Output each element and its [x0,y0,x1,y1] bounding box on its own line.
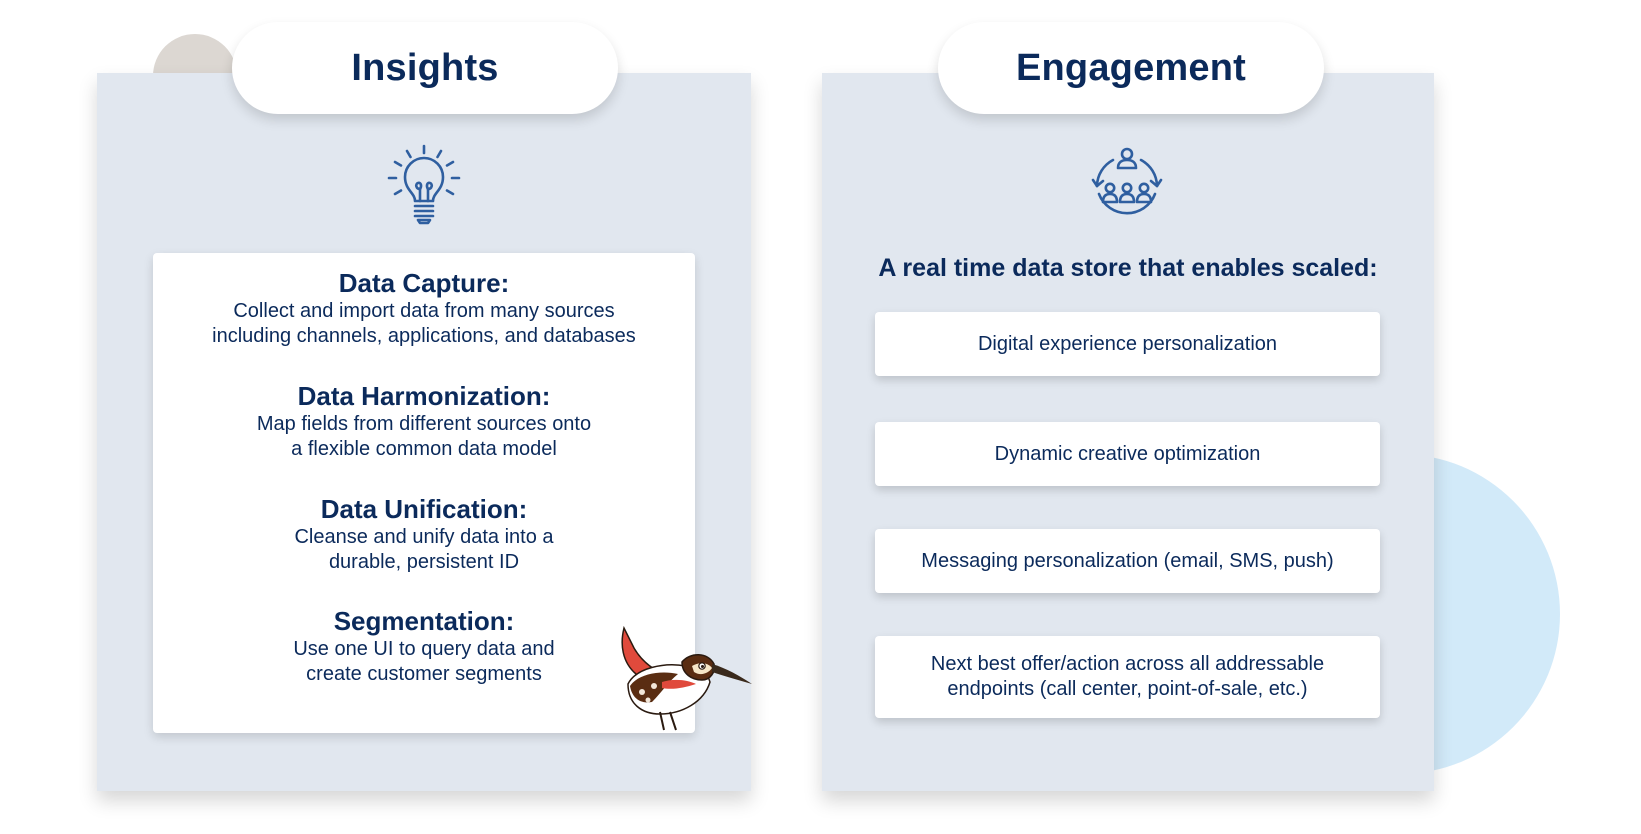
engagement-item-label: Digital experience personalization [977,332,1278,355]
insight-description: Map fields from different sources onto a… [153,412,695,462]
insight-item-segmentation: Segmentation: Use one UI to query data a… [153,605,695,687]
engagement-item-label: Messaging personalization (email, SMS, p… [921,549,1334,572]
insight-title: Data Unification: [320,494,528,524]
engagement-item: Next best offer/action across all addres… [875,636,1380,718]
insight-description-line: including channels, applications, and da… [212,325,636,347]
insight-item-data-unification: Data Unification: Cleanse and unify data… [153,493,695,575]
engagement-item: Digital experience personalization [875,312,1380,376]
bird-illustration [621,625,752,731]
engagement-item: Dynamic creative optimization [875,422,1380,486]
insight-description-line: Use one UI to query data and [293,638,555,660]
insight-description: Cleanse and unify data into a durable, p… [153,525,695,575]
engagement-item-label: Next best offer/action across all addres… [930,653,1325,700]
people-cycle-icon [1091,147,1163,215]
insight-description-line: Map fields from different sources onto [256,413,592,435]
insight-item-data-harmonization: Data Harmonization: Map fields from diff… [153,380,695,462]
insight-description-line: create customer segments [306,663,542,685]
engagement-item: Messaging personalization (email, SMS, p… [875,529,1380,593]
insight-title: Data Capture: [338,268,510,298]
lightbulb-icon [387,144,461,225]
engagement-title: Engagement [938,22,1324,114]
insight-description-line: Cleanse and unify data into a [294,526,554,548]
insight-description: Collect and import data from many source… [153,299,695,349]
insight-title: Data Harmonization: [297,381,551,411]
insight-description-line: durable, persistent ID [328,551,520,573]
insight-description-line: a flexible common data model [291,438,557,460]
insights-title: Insights [232,22,618,114]
insights-card: Data Capture: Collect and import data fr… [153,253,695,733]
engagement-item-label: Dynamic creative optimization [994,442,1261,465]
insight-item-data-capture: Data Capture: Collect and import data fr… [153,267,695,349]
engagement-heading: A real time data store that enables scal… [878,254,1378,282]
insight-title: Segmentation: [333,606,515,636]
insight-description: Use one UI to query data and create cust… [153,637,695,687]
insight-description-line: Collect and import data from many source… [233,300,615,322]
